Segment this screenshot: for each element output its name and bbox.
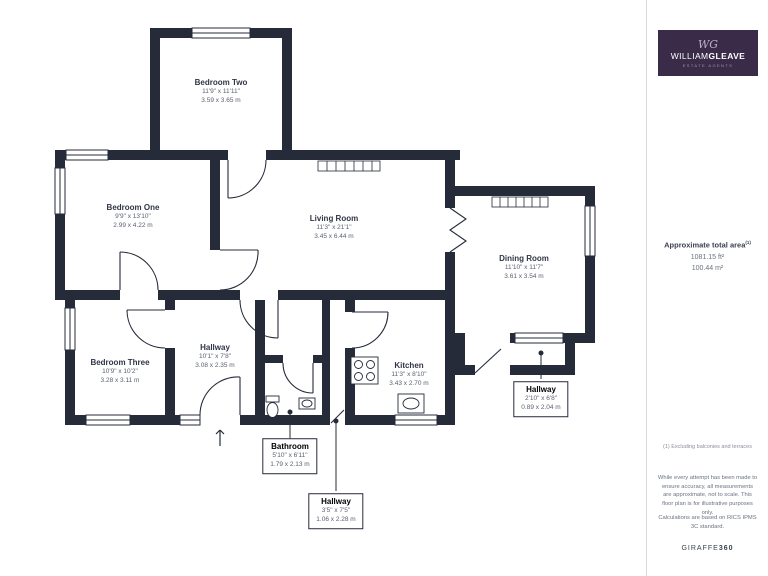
brand-monogram-icon: WG <box>697 37 719 51</box>
room-label-living-room: Living Room 11'3" x 21'1" 3.45 x 6.44 m <box>310 214 358 242</box>
disclaimer-text: While every attempt has been made to ens… <box>657 475 758 516</box>
toilet-icon <box>265 395 280 403</box>
room-label-bedroom-three: Bedroom Three 10'9" x 10'2" 3.28 x 3.11 … <box>90 358 149 386</box>
room-dims-imperial: 3'5" x 7'5" <box>321 507 351 515</box>
room-dims-imperial: 11'10" x 11'7" <box>504 264 544 272</box>
room-name: Bedroom One <box>106 203 160 213</box>
room-dims-metric: 0.89 x 2.04 m <box>521 404 561 411</box>
room-name: Bedroom Three <box>90 358 150 368</box>
room-label-bedroom-one: Bedroom One 9'9" x 13'10" 2.99 x 4.22 m <box>107 203 160 231</box>
brand-logo: WG WILLIAMGLEAVE ESTATE AGENTS <box>658 30 758 76</box>
room-dims-metric: 1.79 x 2.13 m <box>270 461 310 468</box>
radiators <box>317 160 549 208</box>
info-sidebar: WG WILLIAMGLEAVE ESTATE AGENTS Approxima… <box>646 0 768 576</box>
room-name: Bedroom Two <box>194 78 248 88</box>
doors <box>119 159 502 424</box>
room-label-bedroom-two: Bedroom Two 11'9" x 11'11" 3.59 x 3.65 m <box>195 78 248 106</box>
room-dims-imperial: 10'9" x 10'2" <box>102 368 138 376</box>
room-dims-imperial: 9'9" x 13'10" <box>115 213 151 221</box>
room-label-hallway: Hallway 10'1" x 7'8" 3.08 x 2.35 m <box>195 343 234 371</box>
room-dims-imperial: 11'9" x 11'11" <box>202 88 240 96</box>
room-dims-metric: 3.28 x 3.11 m <box>100 377 140 384</box>
room-dims-imperial: 2'10" x 6'8" <box>524 395 558 403</box>
room-name: Dining Room <box>499 254 549 264</box>
room-name: Living Room <box>309 214 359 224</box>
room-label-kitchen: Kitchen 11'3" x 8'10" 3.43 x 2.70 m <box>389 361 428 389</box>
brand-tagline: ESTATE AGENTS <box>682 62 734 68</box>
brand-name-first: WILLIAM <box>670 50 709 61</box>
standard-text: Calculations are based on RICS IPMS 3C s… <box>658 515 757 530</box>
room-dims-metric: 3.45 x 6.44 m <box>314 233 354 240</box>
footnote-ref: (1) <box>745 240 751 245</box>
room-dims-metric: 2.99 x 4.22 m <box>113 222 153 229</box>
label-box-hallway-right: Hallway 2'10" x 6'8" 0.89 x 2.04 m <box>513 381 569 417</box>
floorplan: Bedroom Two 11'9" x 11'11" 3.59 x 3.65 m… <box>54 27 596 529</box>
leader-lines <box>287 350 544 491</box>
room-dims-imperial: 10'1" x 7'8" <box>198 353 232 361</box>
total-area-block: Approximate total area(1) 1081.15 ft² 10… <box>647 240 768 272</box>
room-name: Hallway <box>200 343 230 353</box>
room-name: Hallway <box>321 497 351 507</box>
label-box-bathroom: Bathroom 5'10" x 6'11" 1.79 x 2.13 m <box>262 438 318 474</box>
room-dims-imperial: 11'3" x 8'10" <box>391 371 427 379</box>
room-name: Hallway <box>526 385 556 395</box>
giraffe360-first: GIRAFFE <box>681 545 719 552</box>
room-name: Bathroom <box>271 442 309 452</box>
room-dims-metric: 3.61 x 3.54 m <box>504 273 544 280</box>
floorplan-drawing <box>54 27 596 491</box>
giraffe360-brand: GIRAFFE360 <box>647 545 768 552</box>
room-dims-metric: 3.43 x 2.70 m <box>389 380 429 387</box>
footnote-text: (1) Excluding balconies and terraces <box>663 444 752 450</box>
windows <box>54 27 596 426</box>
room-label-dining-room: Dining Room 11'10" x 11'7" 3.61 x 3.54 m <box>499 254 549 282</box>
room-dims-metric: 1.06 x 2.28 m <box>316 516 356 523</box>
label-box-hallway-bottom: Hallway 3'5" x 7'5" 1.06 x 2.28 m <box>308 493 364 529</box>
room-name: Kitchen <box>394 361 424 371</box>
giraffe360-second: 360 <box>718 545 734 552</box>
total-area-m: 100.44 m² <box>691 264 724 272</box>
entrance-arrow-icon <box>215 429 225 446</box>
room-dims-imperial: 5'10" x 6'11" <box>272 452 308 460</box>
brand-name: WILLIAMGLEAVE <box>671 51 746 61</box>
room-dims-metric: 3.59 x 3.65 m <box>201 97 241 104</box>
brand-name-second: GLEAVE <box>708 50 746 61</box>
total-area-ft: 1081.15 ft² <box>690 253 725 261</box>
room-dims-metric: 3.08 x 2.35 m <box>195 362 235 369</box>
total-area-label: Approximate total area(1) <box>664 240 751 250</box>
stove-icon <box>350 356 379 385</box>
fixtures <box>265 356 425 418</box>
room-dims-imperial: 11'3" x 21'1" <box>316 224 352 232</box>
